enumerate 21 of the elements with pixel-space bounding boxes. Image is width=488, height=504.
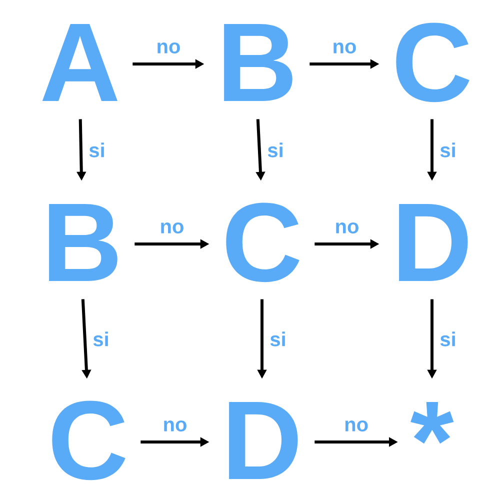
edge-label: si — [438, 330, 458, 348]
edge-label: no — [334, 222, 360, 234]
letter: B — [49, 204, 118, 281]
edge-label: si — [88, 142, 106, 158]
edge-label: no — [343, 420, 370, 432]
letter: A — [42, 24, 118, 101]
edge-label: no — [162, 420, 188, 432]
letter: C — [52, 400, 126, 480]
letter: C — [226, 202, 300, 282]
edge-label: no — [158, 222, 186, 234]
letter: C — [396, 22, 470, 102]
letter: B — [224, 24, 292, 101]
edge-label: si — [266, 142, 285, 158]
edge-label: no — [155, 42, 182, 54]
letter: D — [229, 402, 298, 479]
edge-label: si — [92, 330, 110, 348]
letter: D — [399, 204, 468, 281]
edge-label: si — [268, 330, 288, 348]
edge-label: si — [438, 142, 458, 158]
edge-label: no — [331, 42, 358, 54]
letter: * — [410, 402, 454, 444]
